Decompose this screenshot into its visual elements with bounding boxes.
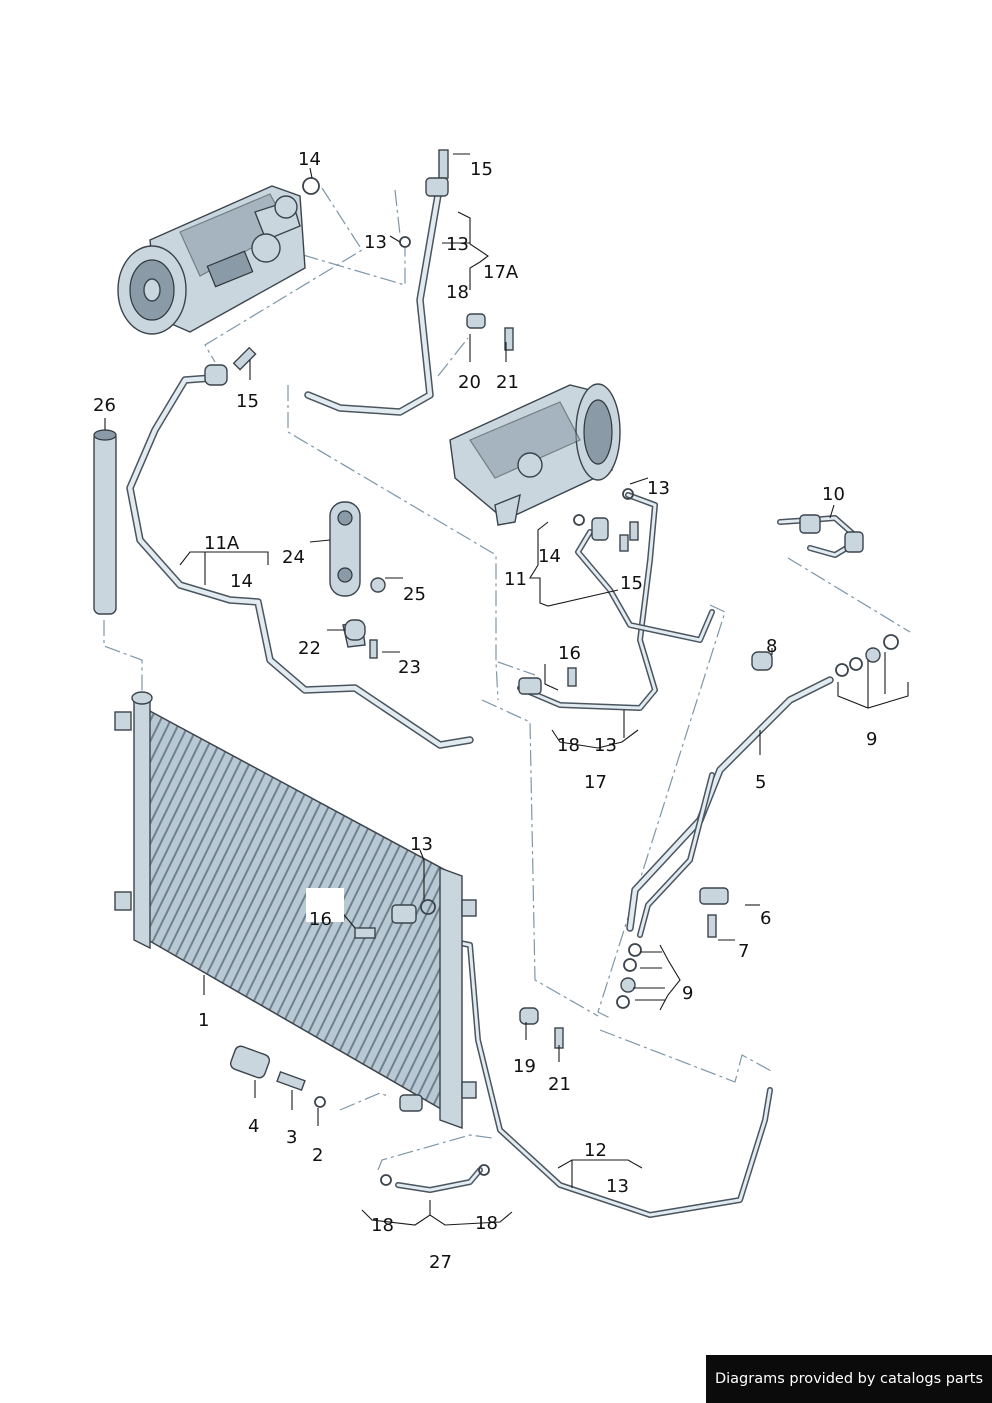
callout-1-condenser: 1: [198, 1010, 209, 1031]
leader-lines: [104, 153, 909, 1226]
callout-14-hose: 14: [538, 546, 561, 567]
callout-8-clamp: 8: [766, 636, 777, 657]
callout-11A-pipe: 11A: [204, 533, 240, 554]
callout-16-bolt-mid: 16: [558, 643, 581, 664]
credit-text: Diagrams provided by catalogs parts: [714, 1371, 984, 1387]
callout-14-pipe: 14: [230, 571, 253, 592]
callout-16-condenser-bolt: 16: [309, 909, 332, 930]
callout-13-compressor-lower: 13: [647, 478, 670, 499]
label-mask: [306, 888, 344, 922]
callout-7-screw: 7: [738, 941, 749, 962]
callout-18-mid: 18: [557, 735, 580, 756]
credit-banner: Diagrams provided by catalogs parts: [706, 1355, 992, 1403]
callout-15-top-bolt: 15: [470, 159, 493, 180]
condenser: [114, 691, 477, 1129]
callout-23-screw: 23: [398, 657, 421, 678]
callout-9-seals-upper: 9: [866, 729, 877, 750]
callout-2-ring: 2: [312, 1145, 323, 1166]
ac-compressor-lower: [449, 383, 621, 526]
callout-22-clamp: 22: [298, 638, 321, 659]
callout-18-upper: 18: [446, 282, 469, 303]
callout-17-hose: 17: [584, 772, 607, 793]
callout-20-clip: 20: [458, 372, 481, 393]
callout-24-bracket: 24: [282, 547, 305, 568]
callout-21-screw-upper: 21: [496, 372, 519, 393]
callout-12-pipe: 12: [584, 1140, 607, 1161]
callout-21-screw-lower: 21: [548, 1074, 571, 1095]
callout-15-hose: 15: [620, 573, 643, 594]
small-parts: [204, 149, 899, 1186]
callout-25-nut: 25: [403, 584, 426, 605]
callout-3-valve: 3: [286, 1127, 297, 1148]
callout-4-pressure-switch: 4: [248, 1116, 259, 1137]
callout-13-seal-left: 13: [364, 232, 387, 253]
callout-13-pipe: 13: [606, 1176, 629, 1197]
callout-27-pipe: 27: [429, 1252, 452, 1273]
filter-dryer: [93, 429, 117, 615]
refrigerant-lines: [126, 191, 863, 1218]
callout-13-condenser: 13: [410, 834, 433, 855]
callout-17A-hose: 17A: [483, 262, 519, 283]
callout-13-mid: 13: [594, 735, 617, 756]
callout-6-switch: 6: [760, 908, 771, 929]
callout-5-pipe: 5: [755, 772, 766, 793]
callout-19-clip: 19: [513, 1056, 536, 1077]
callout-18-lower-right: 18: [475, 1213, 498, 1234]
callout-26-dryer: 26: [93, 395, 116, 416]
callout-10-sensor: 10: [822, 484, 845, 505]
callout-11-hose: 11: [504, 569, 527, 590]
callout-13-seal-right: 13: [446, 234, 469, 255]
callout-9-seals-lower: 9: [682, 983, 693, 1004]
callout-15-mid-bolt: 15: [236, 391, 259, 412]
callout-labels: 14 15 13 13 17A 18 20 21 15 26 13 10 11A…: [93, 149, 877, 1273]
callout-14-compressor-ring: 14: [298, 149, 321, 170]
ac-compressor-upper: [117, 185, 306, 335]
callout-18-lower-left: 18: [371, 1215, 394, 1236]
